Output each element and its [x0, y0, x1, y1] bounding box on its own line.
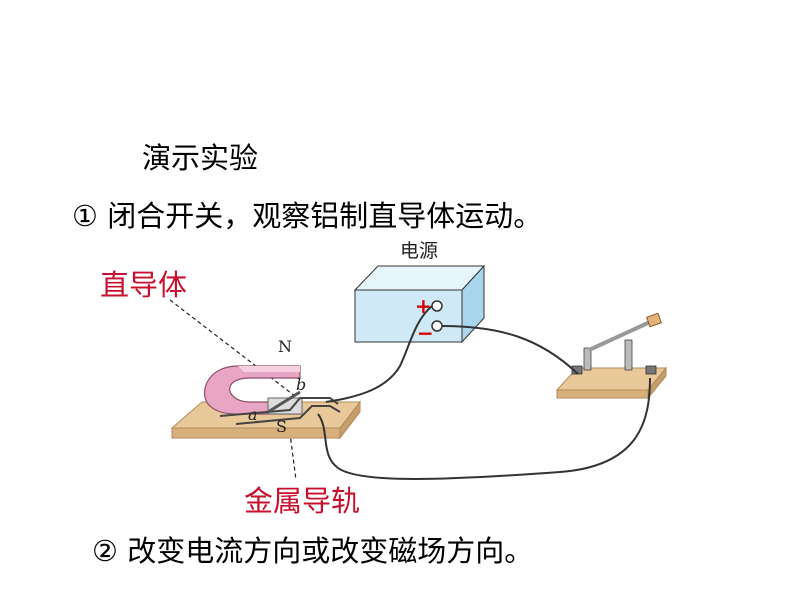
step-2-marker: ② [92, 534, 118, 568]
south-pole-label: S [276, 417, 287, 436]
power-supply-label: 电源 [400, 240, 439, 262]
page-title: 演示实验 [142, 141, 259, 175]
point-b-label: b [296, 375, 306, 394]
positive-terminal [431, 300, 443, 312]
point-a-label: a [248, 405, 258, 424]
horseshoe-magnet [203, 365, 303, 415]
plus-sign: + [415, 294, 432, 318]
straight-conductor [267, 390, 301, 414]
step-1-text: 闭合开关，观察铝制直导体运动。 [98, 199, 543, 233]
step-1-marker: ① [72, 199, 98, 233]
straight-conductor-label: 直导体 [100, 268, 188, 302]
minus-sign: − [417, 321, 434, 345]
metal-rail-label: 金属导轨 [244, 484, 361, 518]
knife-switch [555, 312, 668, 400]
step-2-instruction: ② 改变电流方向或改变磁场方向。 [92, 528, 533, 570]
north-pole-label: N [278, 337, 292, 356]
power-supply: + − [353, 264, 486, 345]
step-2-text: 改变电流方向或改变磁场方向。 [118, 534, 534, 568]
step-1-instruction: ① 闭合开关，观察铝制直导体运动。 [72, 193, 542, 235]
circuit-wires [317, 305, 651, 480]
conductor-pointer-line [169, 299, 301, 401]
